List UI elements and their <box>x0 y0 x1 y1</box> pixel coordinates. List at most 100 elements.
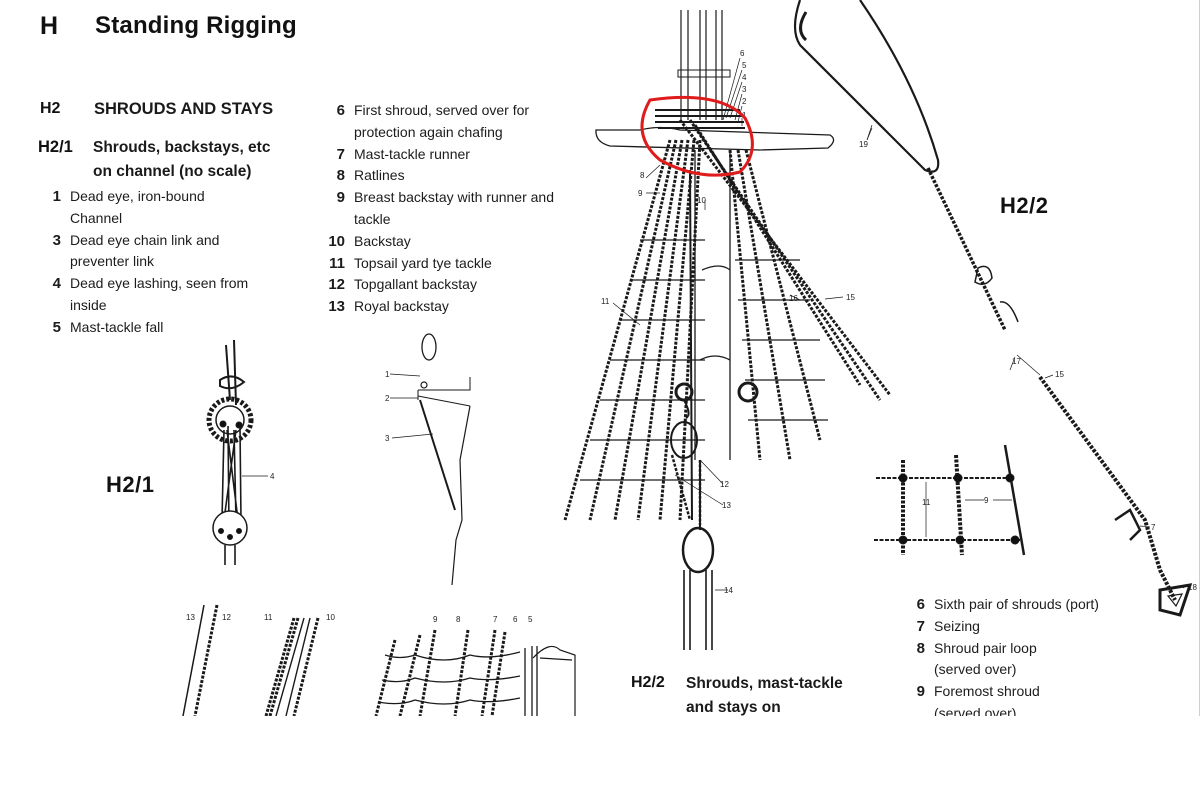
rigging-drawings: 4 1 2 3 13 12 11 10 <box>182 0 1197 716</box>
callout-label: 6 <box>513 615 518 624</box>
legend-number: 4 <box>52 275 61 293</box>
callout-label: 4 <box>742 73 747 82</box>
masthead-drawing <box>563 10 892 650</box>
caption-text: Shrouds, mast-tackle and stays on <box>686 672 843 716</box>
legend-text: Topsail yard tye tackle <box>354 254 492 271</box>
callout-label: 15 <box>846 293 855 302</box>
legend-number: 8 <box>336 167 345 185</box>
callout-label: 7 <box>493 615 498 624</box>
legend-text: Ratlines <box>354 167 405 184</box>
callout-label: 13 <box>722 501 731 510</box>
callout-label: 15 <box>1055 370 1064 379</box>
ratline-detail-drawing <box>874 444 1026 556</box>
section-code: H2 <box>40 100 61 117</box>
callout-label: 2 <box>742 97 747 106</box>
legend-text: Dead eye chain link and preventer link <box>70 231 220 270</box>
legend-number: 9 <box>336 189 345 207</box>
callout-label: 11 <box>264 613 273 622</box>
legend-number: 10 <box>328 232 345 250</box>
legend-text: Dead eye lashing, seen from inside <box>70 275 249 313</box>
legend-number: 7 <box>916 617 925 635</box>
legend-item: 11 Topsail yard tye tackle <box>315 253 565 275</box>
legend-item: 1 Dead eye, iron-bound Channel <box>31 186 281 230</box>
callout-label: 5 <box>528 615 533 624</box>
legend-text: Topgallant backstay <box>354 276 477 293</box>
legend-item: 4 Dead eye lashing, seen from inside <box>31 273 281 317</box>
callout-label: 2 <box>385 394 390 403</box>
callout-label: 8 <box>456 615 461 624</box>
legend-number: 9 <box>916 683 925 701</box>
legend-text: Breast backstay with runner and tackle <box>354 189 554 227</box>
callout-label: 11 <box>922 498 931 507</box>
callout-label: 9 <box>638 189 643 198</box>
legend-item: 9 Foremost shroud (served over) <box>895 681 1135 716</box>
channel-drawing <box>389 333 471 586</box>
legend-item: 7 Mast-tackle runner <box>315 144 565 166</box>
ratlines-drawing <box>374 629 576 716</box>
callout-label: 19 <box>859 140 868 149</box>
legend-text: Mast-tackle runner <box>354 145 470 162</box>
callout-label: 18 <box>1188 583 1197 592</box>
callout-label: 3 <box>742 85 747 94</box>
legend-text: Dead eye, iron-bound Channel <box>70 188 205 226</box>
legend-middle: 6 First shroud, served over for protectio… <box>315 100 565 318</box>
legend-item: 7 Seizing <box>895 616 1135 638</box>
callout-label: 9 <box>433 615 438 624</box>
subsection-title: Shrouds, backstays, etc on channel (no s… <box>93 136 270 184</box>
callout-label: 1 <box>385 370 390 379</box>
legend-item: 8 Ratlines <box>315 165 565 187</box>
callout-label: 12 <box>720 480 729 489</box>
legend-number: 13 <box>328 298 345 316</box>
callout-label: 9 <box>984 496 989 505</box>
subsection-title-line2: on channel (no scale) <box>93 163 252 180</box>
figure-label-h2-2: H2/2 <box>1000 193 1049 218</box>
callout-label: 16 <box>789 294 798 303</box>
callout-label: 6 <box>740 49 745 58</box>
document-page: H Standing Rigging H2 SHROUDS AND STAYS … <box>31 0 1200 716</box>
legend-text: Seizing <box>934 617 980 634</box>
legend-item: 6 First shroud, served over for protectio… <box>315 100 565 144</box>
callout-label: 13 <box>186 613 195 622</box>
legend-text: Sixth pair of shrouds (port) <box>934 596 1099 612</box>
caption-line1: Shrouds, mast-tackle <box>686 675 843 692</box>
legend-number: 12 <box>328 276 345 294</box>
section-letter: H <box>40 12 59 40</box>
callout-label: 14 <box>724 586 733 595</box>
section-title: SHROUDS AND STAYS <box>94 100 274 118</box>
legend-item: 9 Breast backstay with runner and tackle <box>315 187 565 231</box>
callout-label: 5 <box>742 61 747 70</box>
callout-label: 17 <box>1012 357 1021 366</box>
page-title: Standing Rigging <box>95 12 297 39</box>
callout-label: 3 <box>385 434 390 443</box>
callout-label: 8 <box>640 171 645 180</box>
callout-label: 7 <box>1151 523 1156 532</box>
subsection-code: H2/1 <box>38 138 73 156</box>
caption-code: H2/2 <box>631 674 665 691</box>
legend-number: 11 <box>329 254 345 272</box>
highlight-circle-annotation <box>640 95 754 177</box>
stays-drawing <box>182 604 320 716</box>
page-edge <box>1199 0 1200 716</box>
callout-label: 4 <box>270 472 275 481</box>
legend-number: 7 <box>336 145 345 163</box>
legend-text: Shroud pair loop (served over) <box>934 639 1037 678</box>
legend-number: 5 <box>52 318 61 336</box>
callout-label: 10 <box>697 196 706 205</box>
legend-text: First shroud, served over for protection… <box>354 102 530 140</box>
caption-line2: and stays on <box>686 699 781 716</box>
legend-number: 6 <box>336 102 345 119</box>
legend-text: Foremost shroud (served over) <box>934 683 1040 716</box>
legend-item: 12 Topgallant backstay <box>315 274 565 296</box>
deadeye-assembly-drawing <box>206 339 268 565</box>
figure-label-h2-1: H2/1 <box>106 472 155 497</box>
legend-text: Backstay <box>354 232 411 249</box>
legend-number: 1 <box>52 188 61 205</box>
shroud-pair-loop-drawing <box>793 0 1193 617</box>
